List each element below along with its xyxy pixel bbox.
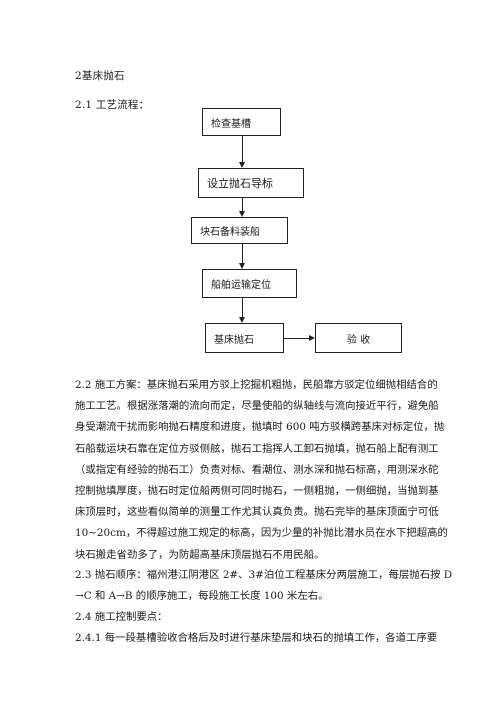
paragraph-line: 块石搬走省劲多了，为防超高基床顶层抛石不用民船。	[75, 548, 325, 561]
paragraph-line: 控制抛填厚度，抛石时定位船两侧可同时抛石，一侧粗抛，一侧细抛，当抛到基	[75, 484, 439, 497]
control-points-section: 2.4 施工控制要点： 2.4.1 每一段基槽验收合格后及时进行基床垫层和块石的…	[75, 607, 438, 649]
flow-connector	[242, 244, 243, 264]
paragraph-line: 床顶层时，这些看似简单的测量工作尤其认真负责。抛石完毕的基床顶面宁可低	[75, 506, 439, 519]
paragraph-line: 施工工艺。根据涨落潮的流向而定，尽量使船的纵轴线与流向接近平行，避免船	[75, 400, 439, 413]
arrow-down-icon	[239, 211, 245, 217]
flow-connector	[242, 198, 243, 212]
flow-connector	[242, 136, 243, 163]
paragraph-line: 身受潮流干扰而影响抛石精度和进度，抛填时 600 吨方驳横跨基床对标定位，抛	[75, 421, 445, 434]
flow-title: 2.1 工艺流程：	[75, 99, 150, 111]
paragraph-line: （或指定有经验的抛石工）负责对标、看潮位、测水深和抛石标高，用测深水砣	[75, 463, 439, 476]
paragraph-line: 2.2 施工方案：基床抛石采用方驳上挖掘机粗抛，民船靠方驳定位细抛相结合的	[75, 379, 438, 391]
construction-plan-paragraph: 2.2 施工方案：基床抛石采用方驳上挖掘机粗抛，民船靠方驳定位细抛相结合的 施工…	[75, 375, 448, 566]
arrow-down-icon	[239, 317, 245, 323]
flow-connector	[242, 298, 243, 318]
paragraph-line: 石船载运块石靠在定位方驳侧舷，抛石工指挥人工卸石抛填，抛石船上配有测工	[75, 442, 439, 455]
control-points-title: 2.4 施工控制要点：	[75, 611, 168, 623]
flow-step-ship-position: 船舶运输定位	[202, 269, 297, 298]
section-title: 2基床抛石	[75, 70, 125, 82]
paragraph-line: →C 和 A→B 的顺序施工，每段施工长度 100 米左右。	[75, 590, 329, 603]
arrow-down-icon	[239, 162, 245, 168]
riprap-order-paragraph: 2.3 抛石顺序：福州港江阴港区 2#、3#泊位工程基床分两层施工，每层抛石按 …	[75, 565, 453, 607]
paragraph-line: 2.3 抛石顺序：福州港江阴港区 2#、3#泊位工程基床分两层施工，每层抛石按 …	[75, 569, 453, 581]
flow-connector	[284, 338, 310, 339]
flow-step-guide-marks: 设立抛石导标	[198, 168, 304, 198]
arrow-right-icon	[309, 335, 315, 341]
arrow-down-icon	[239, 263, 245, 269]
flow-step-acceptance: 验 收	[315, 323, 402, 353]
flow-step-check-trench: 检查基槽	[202, 108, 281, 136]
flow-step-load-stone: 块石备料装船	[191, 217, 288, 244]
flow-step-bed-riprap: 基床抛石	[205, 323, 284, 353]
control-point-item: 2.4.1 每一段基槽验收合格后及时进行基床垫层和块石的抛填工作，各道工序要	[75, 632, 438, 645]
paragraph-line: 10~20cm，不得超过施工规定的标高，因为少量的补抛比潜水员在水下把超高的	[75, 527, 448, 540]
